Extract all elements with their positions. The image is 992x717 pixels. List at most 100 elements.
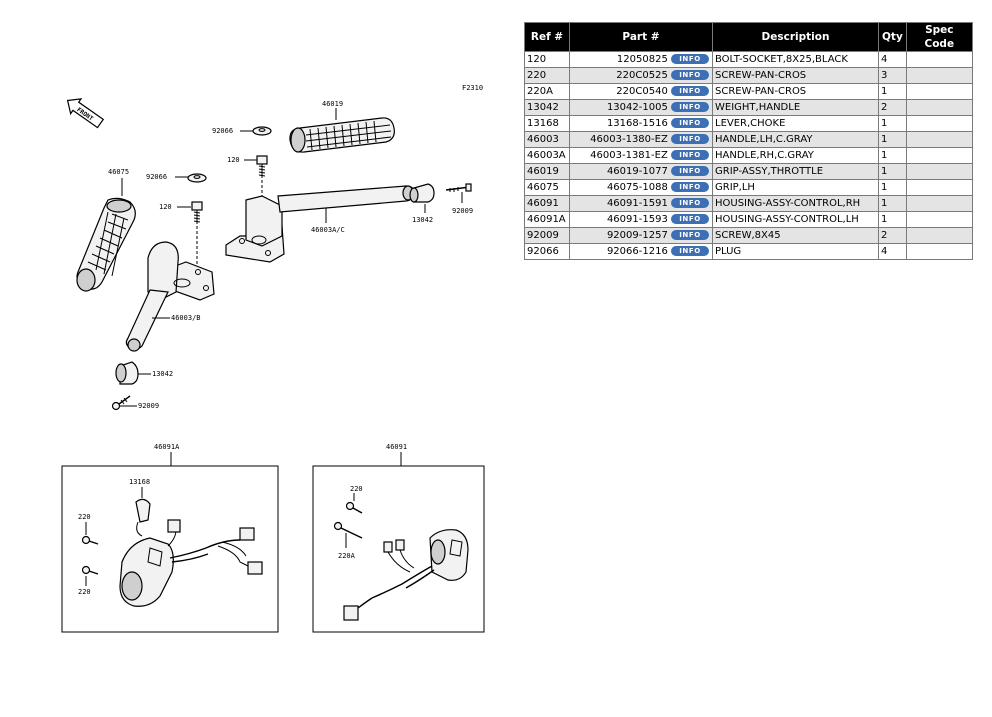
cell-ref: 46003	[524, 131, 570, 148]
right-switch-housing-drawing	[343, 529, 469, 621]
callout-46075: 46075	[108, 168, 129, 176]
cell-qty: 1	[878, 131, 907, 148]
callout-46091a: 46091A	[154, 443, 180, 451]
cell-spec	[905, 195, 973, 212]
cell-description: SCREW-PAN-CROS	[712, 67, 879, 84]
cell-description: PLUG	[712, 243, 879, 260]
info-button[interactable]: INFO	[671, 198, 709, 208]
callout-92009-a: 92009	[452, 207, 473, 215]
info-button[interactable]: INFO	[671, 214, 709, 224]
cell-ref: 46091	[524, 195, 570, 212]
cell-qty: 2	[878, 99, 907, 116]
info-button[interactable]: INFO	[671, 246, 709, 256]
cell-spec	[905, 243, 973, 260]
cell-spec	[905, 179, 973, 196]
cell-qty: 4	[878, 243, 907, 260]
table-row: 13168 13168-1516 INFO LEVER,CHOKE 1	[524, 115, 973, 132]
info-button[interactable]: INFO	[671, 134, 709, 144]
part-number: 220C0525	[616, 70, 668, 81]
part-number: 46091-1593	[606, 214, 668, 225]
callout-120-b: 120	[159, 203, 172, 211]
cell-ref: 46019	[524, 163, 570, 180]
screw-220a-right	[333, 521, 363, 539]
table-row: 46003A 46003-1381-EZ INFO HANDLE,RH,C.GR…	[524, 147, 973, 164]
cell-ref: 13042	[524, 99, 570, 116]
header-ref: Ref #	[524, 22, 570, 52]
cell-spec	[905, 163, 973, 180]
info-button[interactable]: INFO	[671, 70, 709, 80]
screw-92009-right	[445, 183, 472, 192]
cell-spec	[905, 131, 973, 148]
left-switch-housing-drawing	[119, 498, 263, 607]
screw-220-lower-left	[81, 565, 99, 575]
parts-table-header: Ref # Part # Description Qty Spec Code	[524, 22, 973, 52]
cell-qty: 1	[878, 163, 907, 180]
callout-92066-b: 92066	[146, 173, 167, 181]
info-button[interactable]: INFO	[671, 86, 709, 96]
callout-46091: 46091	[386, 443, 407, 451]
cell-ref: 46075	[524, 179, 570, 196]
cell-qty: 1	[878, 83, 907, 100]
cell-spec	[905, 147, 973, 164]
info-button[interactable]: INFO	[671, 150, 709, 160]
part-number: 92009-1257	[606, 230, 668, 241]
cell-description: LEVER,CHOKE	[712, 115, 879, 132]
cell-part: 46003-1380-EZ INFO	[569, 131, 713, 148]
front-arrow-icon: FRONT	[66, 98, 105, 129]
part-number: 220C0540	[616, 86, 668, 97]
header-spec-code: Spec Code	[905, 22, 973, 52]
cell-spec	[905, 99, 973, 116]
cell-qty: 2	[878, 227, 907, 244]
parts-table: Ref # Part # Description Qty Spec Code 1…	[524, 22, 973, 260]
cell-description: BOLT-SOCKET,8X25,BLACK	[712, 51, 879, 68]
info-button[interactable]: INFO	[671, 166, 709, 176]
info-button[interactable]: INFO	[671, 118, 709, 128]
cell-part: 46075-1088 INFO	[569, 179, 713, 196]
cell-description: HOUSING-ASSY-CONTROL,LH	[712, 211, 879, 228]
part-number: 46091-1591	[606, 198, 668, 209]
callout-13042-a: 13042	[412, 216, 433, 224]
cell-description: WEIGHT,HANDLE	[712, 99, 879, 116]
cell-ref: 46003A	[524, 147, 570, 164]
callout-92066-a: 92066	[212, 127, 233, 135]
right-switch-housing-box	[312, 465, 485, 633]
parts-diagram: F2310 FRONT 46019 92066 120 46003A/C	[61, 84, 485, 633]
cell-qty: 4	[878, 51, 907, 68]
info-button[interactable]: INFO	[671, 230, 709, 240]
callout-120-a: 120	[227, 156, 240, 164]
cell-ref: 46091A	[524, 211, 570, 228]
part-number: 13168-1516	[606, 118, 668, 129]
diagram-code: F2310	[462, 84, 483, 92]
cell-spec	[905, 227, 973, 244]
cell-spec	[905, 67, 973, 84]
table-row: 46091 46091-1591 INFO HOUSING-ASSY-CONTR…	[524, 195, 973, 212]
table-row: 46019 46019-1077 INFO GRIP-ASSY,THROTTLE…	[524, 163, 973, 180]
left-grip-drawing	[76, 197, 136, 292]
callout-220-a: 220	[78, 513, 91, 521]
part-number: 46019-1077	[606, 166, 668, 177]
cell-spec	[905, 115, 973, 132]
cell-description: SCREW,8X45	[712, 227, 879, 244]
info-button[interactable]: INFO	[671, 54, 709, 64]
cell-description: HOUSING-ASSY-CONTROL,RH	[712, 195, 879, 212]
info-button[interactable]: INFO	[671, 182, 709, 192]
callout-92009-b: 92009	[138, 402, 159, 410]
cell-part: 92009-1257 INFO	[569, 227, 713, 244]
cell-part: 46019-1077 INFO	[569, 163, 713, 180]
part-number: 46003-1381-EZ	[590, 150, 668, 161]
cell-qty: 1	[878, 115, 907, 132]
cell-part: 46091-1591 INFO	[569, 195, 713, 212]
cell-part: 46003-1381-EZ INFO	[569, 147, 713, 164]
callout-220-b: 220	[78, 588, 91, 596]
right-handle-drawing	[225, 185, 415, 263]
cell-part: 92066-1216 INFO	[569, 243, 713, 260]
info-button[interactable]: INFO	[671, 102, 709, 112]
cell-qty: 3	[878, 67, 907, 84]
cell-ref: 92009	[524, 227, 570, 244]
screw-92009-left	[111, 395, 131, 411]
cell-ref: 120	[524, 51, 570, 68]
callout-220a: 220A	[338, 552, 356, 560]
table-row: 92009 92009-1257 INFO SCREW,8X45 2	[524, 227, 973, 244]
callout-13168: 13168	[129, 478, 150, 486]
cell-spec	[905, 51, 973, 68]
